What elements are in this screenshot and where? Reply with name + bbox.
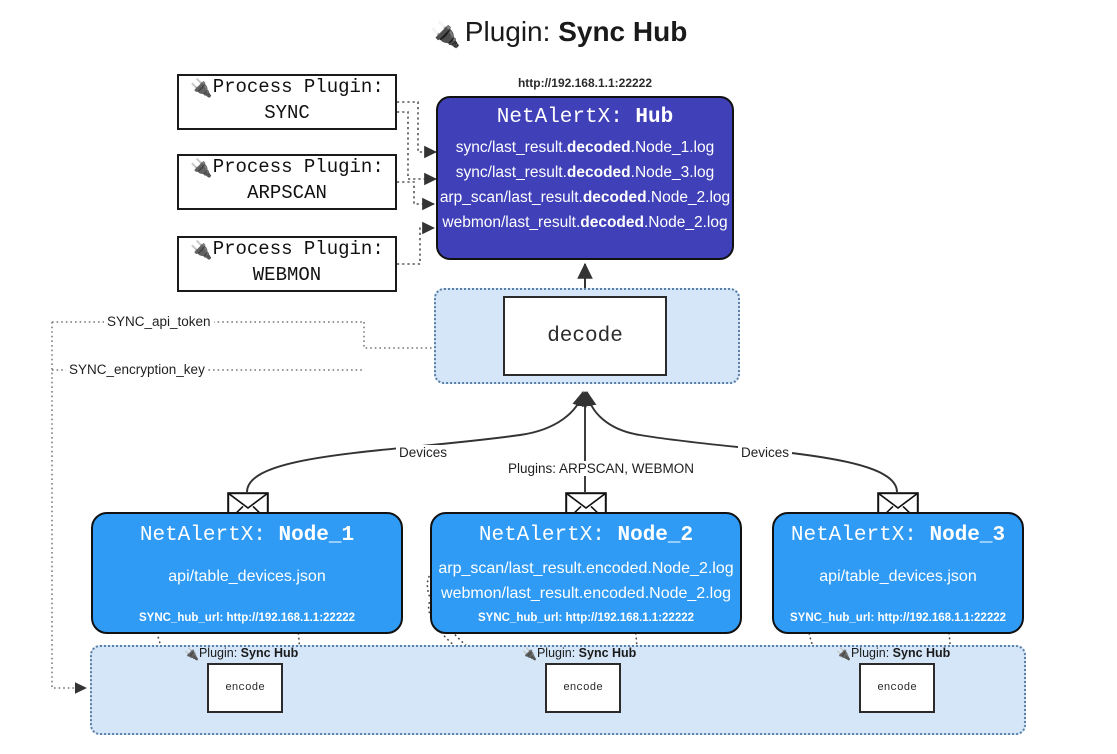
hub-title-name: Hub bbox=[635, 106, 674, 129]
node-2-footer: SYNC_hub_url: http://192.168.1.1:22222 bbox=[477, 612, 695, 624]
node-1-footer: SYNC_hub_url: http://192.168.1.1:22222 bbox=[138, 612, 356, 624]
process-plugin-sync-name: SYNC bbox=[264, 101, 310, 124]
encode-label: encode bbox=[877, 682, 917, 694]
decode-label: decode bbox=[547, 324, 623, 348]
node-3-line: api/table_devices.json bbox=[819, 568, 977, 585]
node-1-title: NetAlertX: Node_1 bbox=[139, 524, 355, 547]
sync-api-token-label: SYNC_api_token bbox=[104, 314, 214, 329]
hub-card[interactable]: NetAlertX: Hub sync/last_result.decoded.… bbox=[436, 96, 734, 260]
plug-icon: 🔌 bbox=[190, 160, 213, 181]
hub-log-line: sync/last_result.decoded.Node_1.log bbox=[455, 139, 715, 156]
encode-label: encode bbox=[225, 682, 265, 694]
node-card-node-2[interactable]: NetAlertX: Node_2 arp_scan/last_result.e… bbox=[430, 512, 742, 634]
node-2-line: webmon/last_result.encoded.Node_2.log bbox=[441, 584, 731, 602]
devices-left-label: Devices bbox=[396, 445, 451, 460]
process-plugin-webmon-label: Process Plugin: bbox=[212, 238, 384, 261]
encode-label: encode bbox=[563, 682, 603, 694]
process-plugin-webmon-name: WEBMON bbox=[252, 263, 322, 286]
plug-icon: 🔌 bbox=[190, 80, 213, 101]
process-plugin-arpscan-label: Process Plugin: bbox=[212, 156, 384, 179]
hub-log-line: webmon/last_result.decoded.Node_2.log bbox=[442, 214, 728, 232]
sync-encryption-key-label: SYNC_encryption_key bbox=[66, 362, 208, 377]
node-2-line: arp_scan/last_result.encoded.Node_2.log bbox=[438, 560, 734, 577]
plug-icon: 🔌 bbox=[184, 647, 199, 661]
encode-box-2[interactable]: encode bbox=[545, 663, 621, 713]
plug-icon: 🔌 bbox=[190, 242, 213, 263]
hub-url-label: http://192.168.1.1:22222 bbox=[517, 76, 653, 90]
title-prefix: Plugin: bbox=[464, 16, 559, 47]
hub-log-line: sync/last_result.decoded.Node_3.log bbox=[455, 164, 715, 182]
encode-box-3[interactable]: encode bbox=[859, 663, 935, 713]
encode-plugin-caption-3: 🔌Plugin: Sync Hub bbox=[836, 646, 951, 661]
encode-plugin-caption-2: 🔌Plugin: Sync Hub bbox=[522, 646, 637, 661]
title-name: Sync Hub bbox=[558, 16, 688, 47]
process-plugin-arpscan-line1: 🔌Process Plugin: bbox=[187, 156, 387, 182]
node-card-node-3[interactable]: NetAlertX: Node_3 api/table_devices.json… bbox=[772, 512, 1024, 634]
process-plugin-sync-label: Process Plugin: bbox=[212, 76, 384, 99]
plug-icon: 🔌 bbox=[429, 21, 461, 49]
devices-right-label: Devices bbox=[738, 445, 793, 460]
hub-title-prefix: NetAlertX: bbox=[496, 106, 636, 129]
plug-icon: 🔌 bbox=[522, 647, 537, 661]
hub-title: NetAlertX: Hub bbox=[438, 106, 732, 129]
encode-plugin-caption-1: 🔌Plugin: Sync Hub bbox=[184, 646, 299, 661]
node-3-footer: SYNC_hub_url: http://192.168.1.1:22222 bbox=[789, 612, 1007, 624]
decode-box[interactable]: decode bbox=[503, 296, 667, 376]
process-plugin-sync-line1: 🔌Process Plugin: bbox=[187, 76, 387, 102]
page-title: 🔌Plugin: Sync Hub bbox=[0, 16, 1117, 50]
plug-icon: 🔌 bbox=[836, 647, 851, 661]
node-3-title: NetAlertX: Node_3 bbox=[790, 524, 1006, 547]
node-card-node-1[interactable]: NetAlertX: Node_1 api/table_devices.json… bbox=[91, 512, 403, 634]
process-plugin-arpscan-name: ARPSCAN bbox=[247, 181, 327, 204]
process-plugin-webmon[interactable]: 🔌Process Plugin: WEBMON bbox=[177, 236, 397, 292]
process-plugin-sync[interactable]: 🔌Process Plugin: SYNC bbox=[177, 74, 397, 130]
encode-box-1[interactable]: encode bbox=[207, 663, 283, 713]
process-plugin-webmon-line1: 🔌Process Plugin: bbox=[187, 238, 387, 264]
process-plugin-arpscan[interactable]: 🔌Process Plugin: ARPSCAN bbox=[177, 154, 397, 210]
plugins-center-label: Plugins: ARPSCAN, WEBMON bbox=[505, 461, 698, 476]
node-2-title: NetAlertX: Node_2 bbox=[478, 524, 694, 547]
node-1-line: api/table_devices.json bbox=[168, 568, 326, 585]
hub-log-line: arp_scan/last_result.decoded.Node_2.log bbox=[439, 189, 731, 207]
